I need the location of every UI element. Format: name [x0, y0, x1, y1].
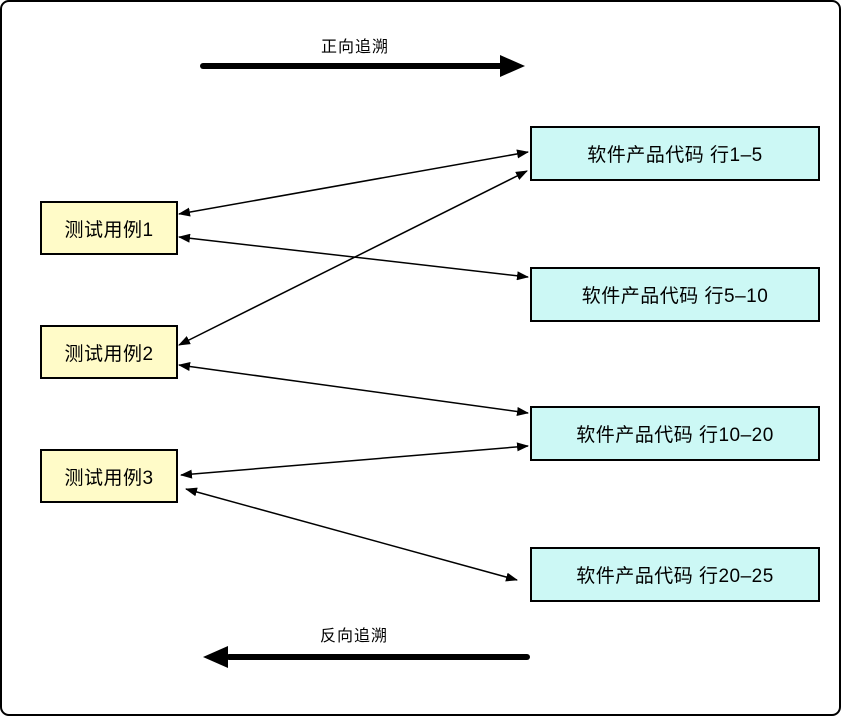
trace-edge — [185, 487, 518, 582]
trace-edge — [178, 149, 529, 217]
test-case-box-2: 测试用例2 — [40, 325, 178, 379]
trace-edge — [180, 442, 529, 479]
forward-trace-arrow — [200, 55, 525, 77]
code-block-box-2: 软件产品代码 行5–10 — [530, 267, 820, 322]
backward-trace-label: 反向追溯 — [319, 628, 388, 645]
trace-edge — [178, 170, 528, 346]
test-case-box-1: 测试用例1 — [40, 201, 178, 255]
test-case-box-3: 测试用例3 — [40, 449, 178, 503]
forward-trace-label: 正向追溯 — [320, 39, 389, 56]
backward-trace-arrow — [203, 646, 530, 668]
trace-edges — [178, 149, 529, 582]
code-block-box-1: 软件产品代码 行1–5 — [530, 126, 820, 181]
trace-edge — [178, 362, 529, 416]
code-block-box-4: 软件产品代码 行20–25 — [530, 547, 820, 602]
code-block-box-3: 软件产品代码 行10–20 — [530, 406, 820, 461]
